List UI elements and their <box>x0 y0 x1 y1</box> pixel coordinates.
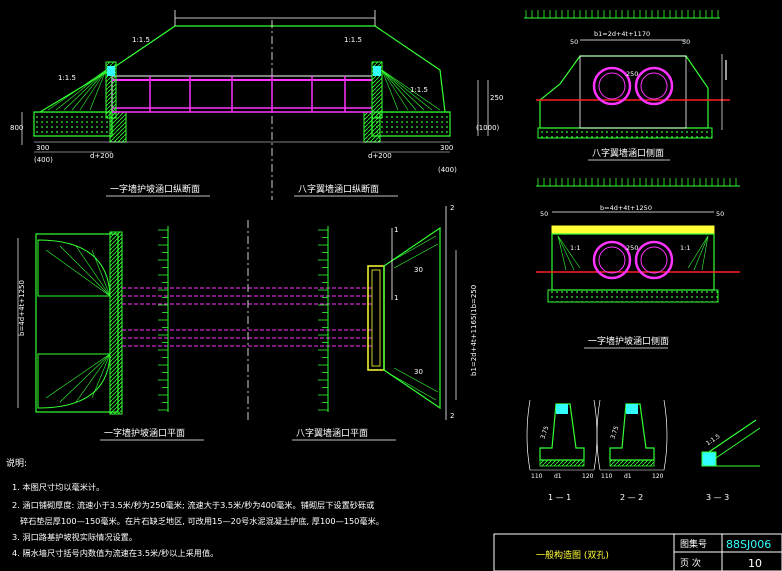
sec11-dim: 3.75 <box>540 425 551 440</box>
dim-400-right: (400) <box>438 166 457 174</box>
section-label-2-2: 2 — 2 <box>620 493 643 502</box>
section-label-3-3: 3 — 3 <box>706 493 729 502</box>
drawing-title: 一般构造图 (双孔) <box>536 549 609 561</box>
page-label: 页 次 <box>680 557 701 569</box>
side2-dim-b: b=4d+4t+1250 <box>600 204 652 212</box>
side2-dim-50-right: 50 <box>716 210 724 218</box>
section-mark-1-bottom: 1 <box>394 294 398 302</box>
dim-d200-right: d+200 <box>368 152 392 160</box>
angle-30-top: 30 <box>414 266 423 274</box>
title-block <box>493 533 782 571</box>
dim-800: 800 <box>10 124 23 132</box>
side2-dim-50-left: 50 <box>540 210 548 218</box>
headwall-cap <box>551 225 715 235</box>
pipe-circle-right-2 <box>634 240 674 280</box>
atlas-label: 图集号 <box>680 538 707 550</box>
sec22-dim-120: 120 <box>652 473 664 480</box>
section-label-1-1: 1 — 1 <box>548 493 571 502</box>
note-4: 4. 隔水墙尺寸括号内数值为流速在3.5米/秒以上采用值。 <box>12 548 218 558</box>
view-title-side-1: 八字翼墙涵口侧面 <box>592 147 664 159</box>
notes-title: 说明: <box>6 457 27 469</box>
pipe-circle-right-1 <box>634 66 674 106</box>
sec11-dim-110: 110 <box>531 473 543 480</box>
section-mark-2-bottom: 2 <box>450 412 454 420</box>
section-mark-1-top: 1 <box>394 226 398 234</box>
side1-dim-b1: b1=2d+4t+1170 <box>594 30 650 38</box>
dim-300: 300 <box>36 144 49 152</box>
section-1-1 <box>526 399 598 471</box>
dim-300-right: 300 <box>440 144 453 152</box>
slope-label-left2: 1:1.5 <box>58 74 76 82</box>
slope-label-right2: 1:1.5 <box>410 86 428 94</box>
dim-250: 250 <box>490 94 503 102</box>
side-view-2 <box>536 178 740 303</box>
sec11-dim-d1: d1 <box>554 473 562 480</box>
section-2-2 <box>596 399 668 471</box>
note-3: 3. 洞口路基护坡视实际情况设置。 <box>12 532 137 542</box>
plan-view <box>17 206 457 420</box>
view-title-long-section-2: 八字翼墙涵口纵断面 <box>298 183 379 195</box>
plan-dim-b1: b1=2d+4t+1165(1b=250 <box>470 285 478 376</box>
side1-dim-50-left: 50 <box>570 38 578 46</box>
angle-30-bottom: 30 <box>414 368 423 376</box>
side1-dim-250: 250 <box>626 70 638 78</box>
side-view-1 <box>524 10 730 139</box>
view-title-plan-2: 八字翼墙涵口平面 <box>296 427 368 439</box>
plan-dim-b: b=4d+4t+1250 <box>18 280 26 336</box>
view-title-side-2: 一字墙护坡涵口侧面 <box>588 335 669 347</box>
dim-d200-left: d+200 <box>90 152 114 160</box>
slope-label-left: 1:1.5 <box>132 36 150 44</box>
page-value: 10 <box>748 557 762 570</box>
atlas-value: 88SJ006 <box>726 538 771 551</box>
side2-slope-left: 1:1 <box>570 244 580 252</box>
view-title-long-section-1: 一字墙护坡涵口纵断面 <box>110 183 200 195</box>
pipe-circle-left-1 <box>592 66 632 106</box>
pipe-circle-left-2 <box>592 240 632 280</box>
sec22-dim: 3.75 <box>610 425 621 440</box>
note-2-cont: 碎石垫层厚100—150毫米。在片石缺乏地区, 可改用15—20号水泥混凝土护底… <box>20 516 384 526</box>
sec11-dim-120: 120 <box>582 473 594 480</box>
view-title-plan-1: 一字墙护坡涵口平面 <box>104 427 185 439</box>
side2-dim-250: 250 <box>626 244 638 252</box>
note-2: 2. 涵口铺砌厚度: 流速小于3.5米/秒为250毫米; 流速大于3.5米/秒为… <box>12 500 374 510</box>
dim-1000: (1000) <box>476 124 500 132</box>
dim-400: (400) <box>34 156 53 164</box>
side2-slope-right: 1:1 <box>680 244 690 252</box>
sec22-dim-d1: d1 <box>624 473 632 480</box>
section-mark-2-top: 2 <box>450 204 454 212</box>
longitudinal-section <box>21 10 489 200</box>
embankment-outline <box>39 25 446 113</box>
side1-dim-50-right: 50 <box>682 38 690 46</box>
sec22-dim-110: 110 <box>601 473 613 480</box>
section-3-3 <box>701 419 761 467</box>
note-1: 1. 本图尺寸均以毫米计。 <box>12 482 104 492</box>
slope-label-right: 1:1.5 <box>344 36 362 44</box>
